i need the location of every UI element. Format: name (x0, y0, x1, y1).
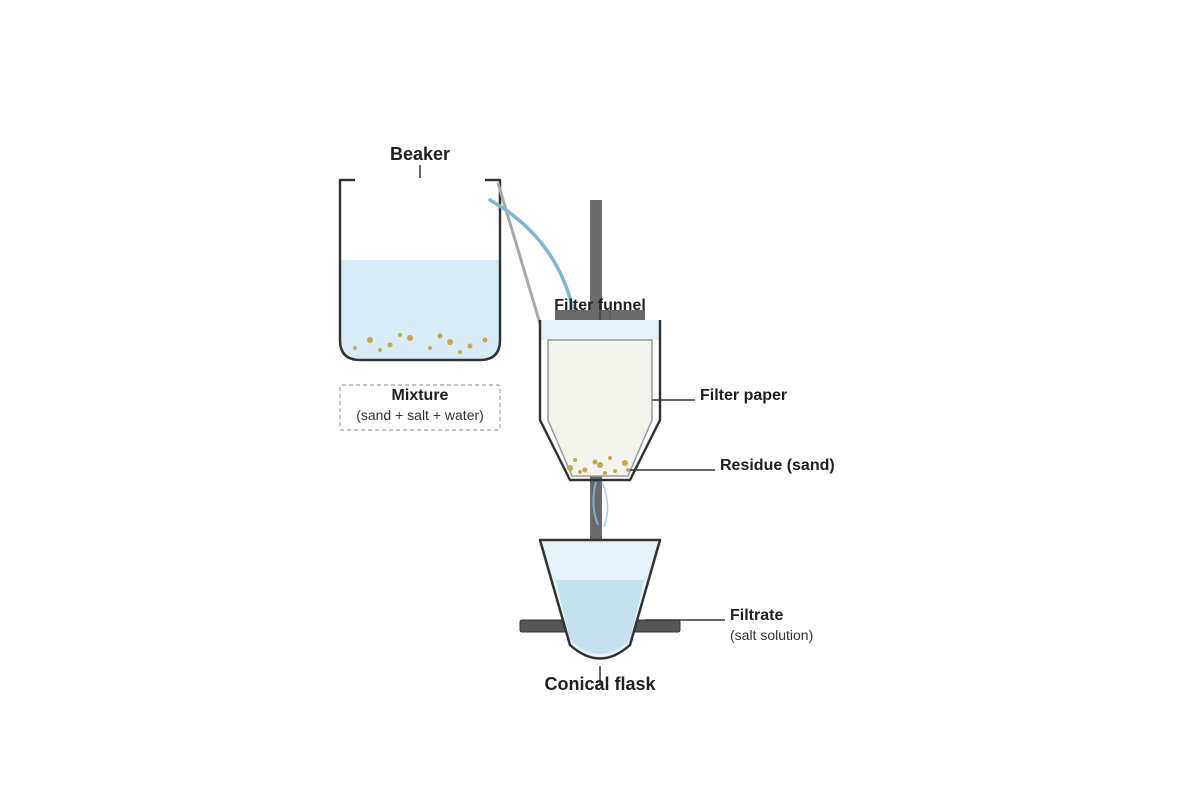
mixture-label: Mixture (392, 387, 449, 404)
beaker-label: Beaker (390, 144, 450, 164)
funnel-outline (538, 320, 662, 482)
glass-rod (496, 182, 544, 331)
beaker-outline (338, 178, 502, 362)
residue-sand (567, 456, 630, 475)
mixture-label-box (339, 384, 501, 431)
filter-funnel (538, 320, 662, 482)
pouring-stream (488, 198, 577, 320)
mixture-sublabel: (sand + salt + water) (356, 407, 484, 423)
conical-flask-label: Conical flask (544, 674, 656, 694)
funnel-liquid-top (541, 320, 659, 340)
filtrate-liquid (556, 580, 644, 654)
filter-paper (547, 339, 653, 477)
filter-paper-label: Filter paper (700, 387, 787, 404)
filter-funnel-label: Filter funnel (554, 297, 646, 314)
filtrate-drip-2 (601, 481, 609, 528)
beaker-sand-particles (353, 333, 488, 354)
beaker-water (341, 260, 499, 359)
filtrate-sublabel: (salt solution) (730, 627, 813, 643)
residue-label: Residue (sand) (720, 457, 835, 474)
flask-outline (538, 538, 662, 660)
conical-flask (538, 538, 662, 660)
filtrate-label: Filtrate (730, 607, 783, 624)
filtrate-drip (592, 481, 599, 526)
beaker (338, 178, 502, 362)
